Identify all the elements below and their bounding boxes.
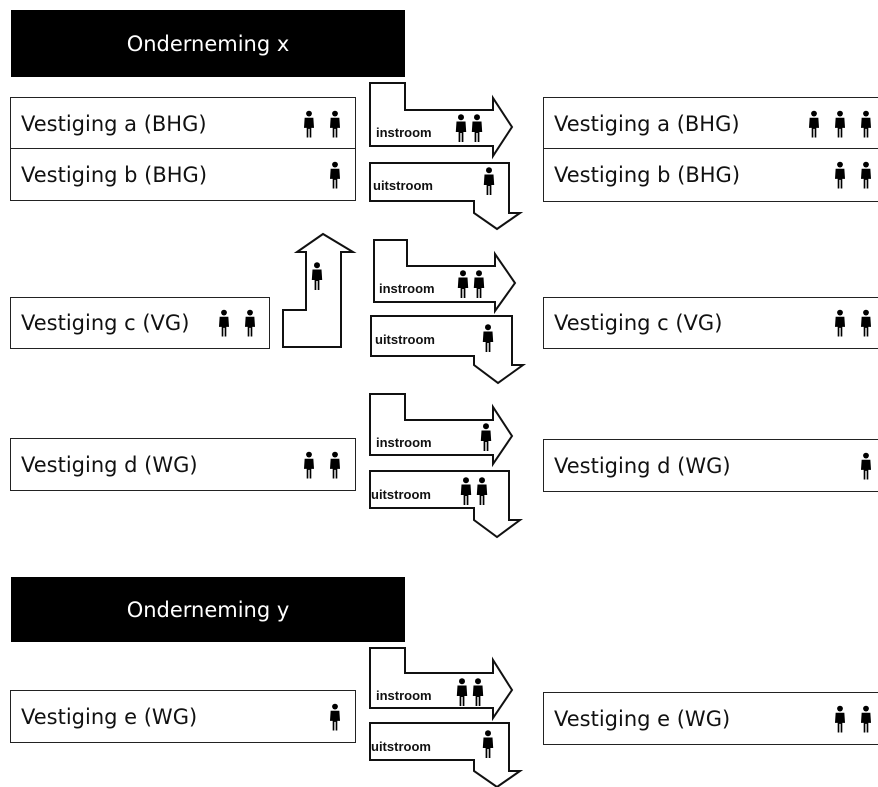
person-icon <box>808 110 820 137</box>
person-icon <box>483 167 495 195</box>
box-label: Vestiging a (BHG) <box>21 111 207 136</box>
person-icon <box>329 161 341 188</box>
box-label: Vestiging e (WG) <box>21 704 198 729</box>
instroom-label: instroom <box>376 125 432 140</box>
header-onderneming-y: Onderneming y <box>11 577 405 642</box>
left-box-a: Vestiging a (BHG) <box>10 97 356 150</box>
instroom-label: instroom <box>376 688 432 703</box>
box-label: Vestiging b (BHG) <box>21 162 208 187</box>
people-group <box>329 703 347 730</box>
person-icon <box>834 705 846 732</box>
instroom-label: instroom <box>376 435 432 450</box>
instroom-label: instroom <box>379 281 435 296</box>
person-icon <box>480 423 492 451</box>
person-icon <box>860 705 872 732</box>
header-title: Onderneming y <box>126 597 290 622</box>
header-onderneming-x: Onderneming x <box>11 10 405 77</box>
people-group <box>460 477 488 505</box>
left-box-c: Vestiging c (VG) <box>10 297 270 349</box>
person-icon <box>456 678 468 706</box>
people-group <box>482 324 494 352</box>
right-box-d: Vestiging d (WG) <box>543 439 878 492</box>
people-group <box>834 161 878 189</box>
people-group <box>482 730 494 758</box>
box-label: Vestiging a (BHG) <box>554 111 740 136</box>
up-arrow <box>282 232 357 348</box>
people-group <box>329 161 347 188</box>
instroom-arrow <box>369 393 514 468</box>
uitstroom-arrow <box>370 315 527 385</box>
people-group <box>303 110 347 137</box>
people-group <box>456 678 484 706</box>
person-icon <box>482 730 494 758</box>
people-group <box>834 705 878 732</box>
left-box-d: Vestiging d (WG) <box>10 438 356 491</box>
person-icon <box>473 270 485 298</box>
right-box-a: Vestiging a (BHG) <box>543 97 878 150</box>
right-box-c: Vestiging c (VG) <box>543 297 878 349</box>
uitstroom-label: uitstroom <box>373 178 433 193</box>
person-icon <box>329 451 341 478</box>
person-icon <box>834 309 846 337</box>
person-icon <box>218 309 230 337</box>
people-group <box>834 309 878 337</box>
uitstroom-arrow <box>369 722 524 787</box>
person-icon <box>860 161 872 189</box>
person-icon <box>303 451 315 478</box>
person-icon <box>860 309 872 337</box>
right-box-b: Vestiging b (BHG) <box>543 148 878 202</box>
right-box-e: Vestiging e (WG) <box>543 692 878 745</box>
instroom-arrow <box>373 239 517 315</box>
person-icon <box>834 161 846 189</box>
person-icon <box>476 477 488 505</box>
person-icon <box>329 110 341 137</box>
box-label: Vestiging c (VG) <box>21 311 190 335</box>
uitstroom-label: uitstroom <box>375 332 435 347</box>
person-icon <box>834 110 846 137</box>
box-label: Vestiging c (VG) <box>554 311 723 335</box>
person-icon <box>860 110 872 137</box>
people-group <box>457 270 485 298</box>
uitstroom-arrow <box>369 470 524 539</box>
people-group <box>455 114 483 142</box>
person-icon <box>482 324 494 352</box>
box-label: Vestiging d (WG) <box>554 453 731 478</box>
person-icon <box>860 452 872 479</box>
box-label: Vestiging d (WG) <box>21 452 198 477</box>
person-icon <box>329 703 341 730</box>
person-icon <box>244 309 256 337</box>
person-icon <box>455 114 467 142</box>
uitstroom-label: uitstroom <box>371 739 431 754</box>
box-label: Vestiging e (WG) <box>554 706 731 731</box>
header-title: Onderneming x <box>126 31 290 56</box>
people-group <box>860 452 878 479</box>
left-box-b: Vestiging b (BHG) <box>10 148 356 201</box>
person-icon <box>303 110 315 137</box>
box-label: Vestiging b (BHG) <box>554 163 741 187</box>
person-icon <box>457 270 469 298</box>
person-icon <box>471 114 483 142</box>
person-icon <box>472 678 484 706</box>
people-group <box>480 423 492 451</box>
people-group <box>218 309 262 337</box>
people-group <box>303 451 347 478</box>
instroom-arrow <box>369 647 514 722</box>
people-group <box>808 110 878 137</box>
person-icon <box>460 477 472 505</box>
left-box-e: Vestiging e (WG) <box>10 690 356 743</box>
uitstroom-arrow <box>369 162 524 231</box>
person-icon <box>311 262 323 290</box>
people-group <box>483 167 495 195</box>
people-group <box>311 262 323 290</box>
uitstroom-label: uitstroom <box>371 487 431 502</box>
instroom-arrow <box>369 82 514 160</box>
